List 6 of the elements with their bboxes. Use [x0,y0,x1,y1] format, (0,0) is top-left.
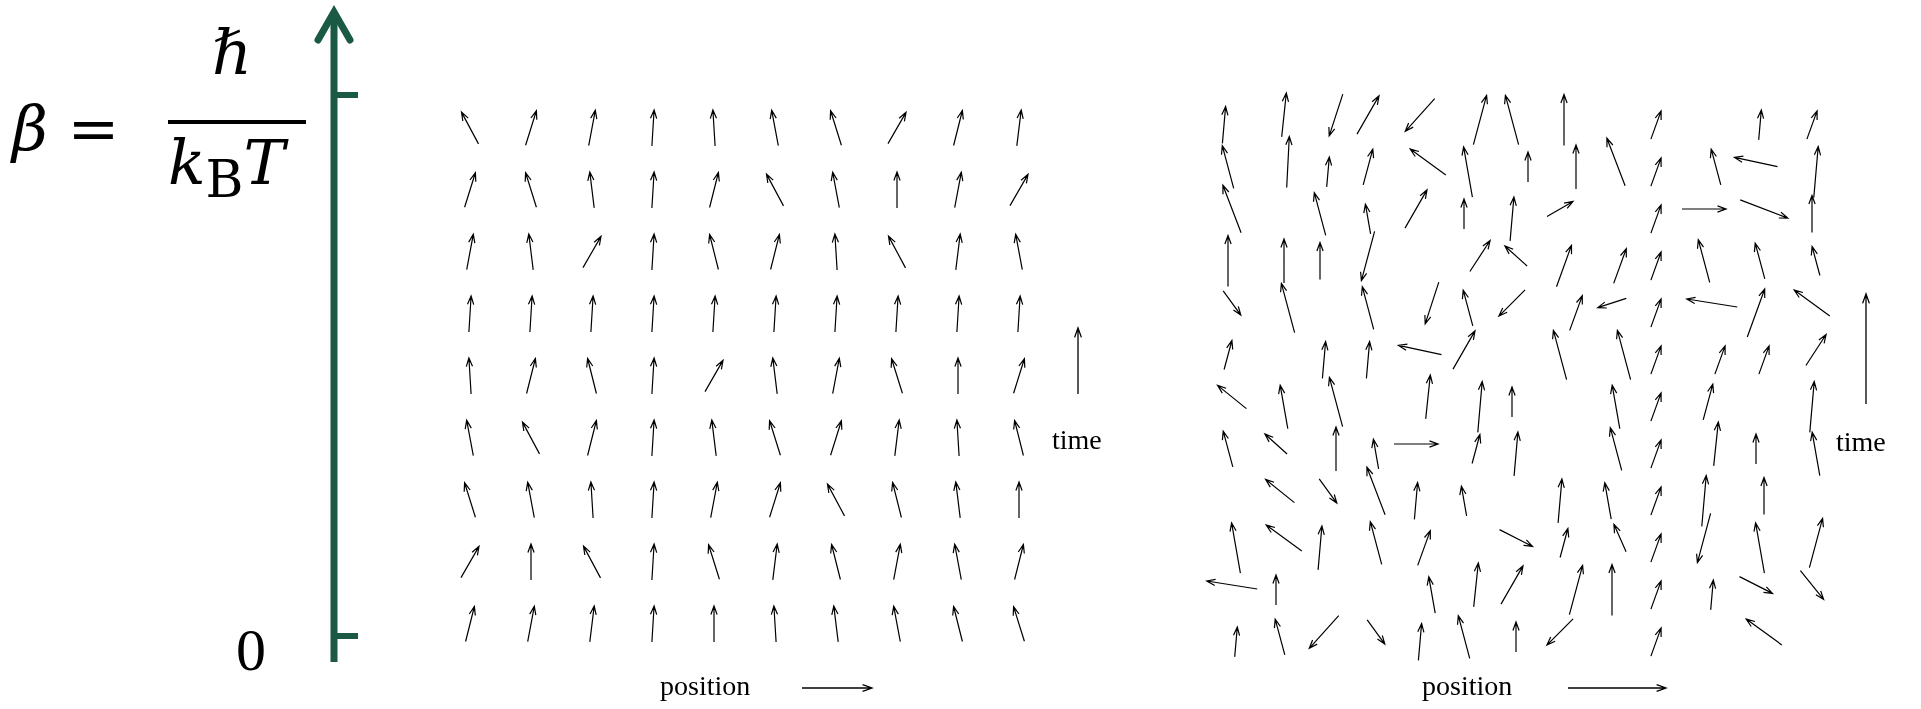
axis-label: position [1422,672,1513,700]
axis-label: time [1836,428,1886,456]
axis-tick-label: 0 [236,620,266,680]
axis-label: position [660,672,751,700]
axis-label: time [1052,426,1102,454]
formula-numerator: ℏ [212,22,252,84]
